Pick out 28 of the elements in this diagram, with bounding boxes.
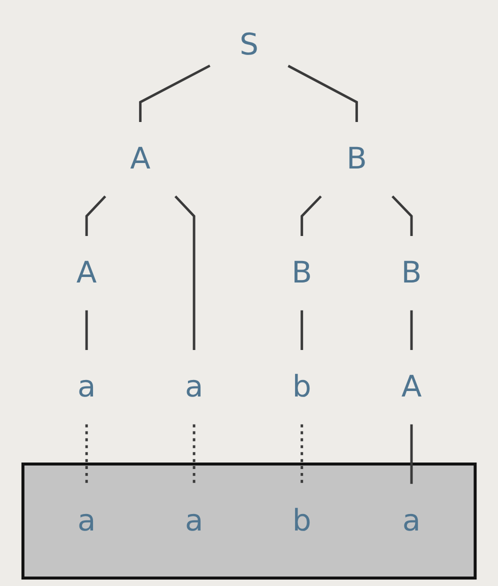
node-text: B <box>346 142 367 176</box>
node-text: a <box>402 504 421 538</box>
node-text: A <box>76 256 97 291</box>
connector <box>392 195 413 236</box>
connector <box>192 424 196 484</box>
connector <box>139 64 210 122</box>
connector <box>300 424 304 484</box>
cluster <box>21 462 477 580</box>
node-text: A <box>130 142 150 176</box>
connector <box>85 195 106 236</box>
node-text: A <box>401 370 422 405</box>
node-text: b <box>292 504 312 538</box>
node-text: B <box>401 256 422 291</box>
node-text: a <box>184 370 204 405</box>
node-text: B <box>292 256 312 291</box>
node-text: S <box>240 28 258 62</box>
connector <box>85 310 88 350</box>
connector <box>85 424 88 484</box>
connector <box>288 64 358 122</box>
node-text: a <box>77 504 96 538</box>
node-text: b <box>292 370 312 405</box>
node-text: a <box>184 504 204 538</box>
node-text: a <box>77 370 96 405</box>
connector <box>300 310 304 350</box>
connector <box>410 424 413 484</box>
connector <box>410 310 413 350</box>
connector <box>174 195 196 350</box>
connector <box>300 195 322 236</box>
